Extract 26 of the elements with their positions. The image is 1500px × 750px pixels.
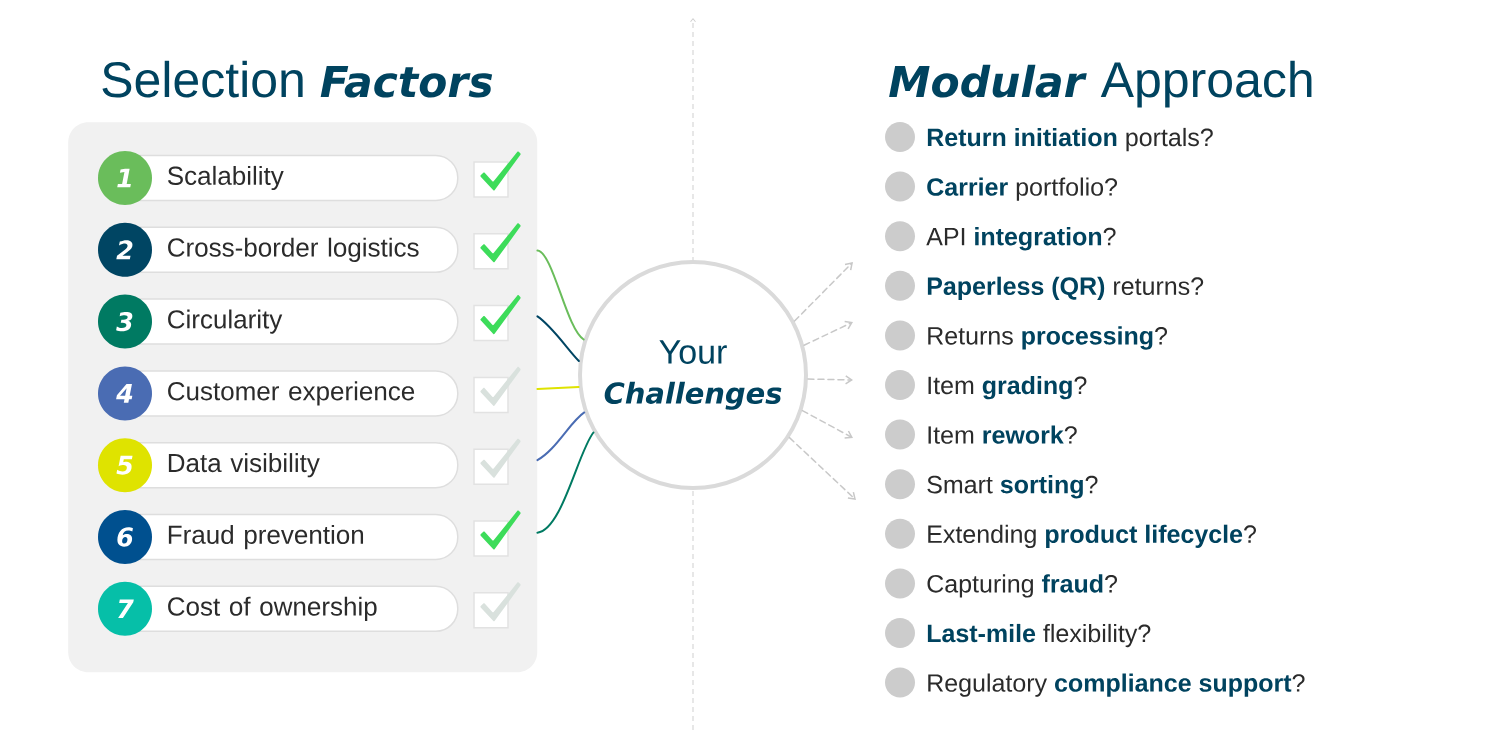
list-item: Return initiation portals? [927, 127, 1213, 152]
list-item: Item grading? [928, 375, 1087, 400]
list-item: Capturing fraud? [927, 574, 1117, 598]
list-item: Item rework? [928, 425, 1077, 444]
list-item: Extending product lifecycle? [928, 524, 1256, 548]
heading: Selection Factors [102, 60, 493, 98]
number-badge: 2 [98, 222, 152, 277]
list-item: Carrier portfolio? [927, 177, 1118, 201]
list-item: Paperless (QR) returns? [927, 276, 1204, 300]
connector-line [536, 249, 585, 341]
dashed-arrow [801, 409, 853, 439]
dashed-arrow [788, 436, 856, 500]
connector-line [536, 315, 580, 362]
list-item: Last-mile flexibility? [927, 623, 1151, 648]
number-badge: 7 [98, 581, 152, 636]
connector-line [536, 431, 595, 534]
heading: Modular Approach [889, 60, 1312, 108]
list-item: Returns processing? [928, 326, 1168, 350]
list-item: Smart sorting? [927, 475, 1098, 499]
dashed-arrow [803, 320, 853, 346]
connector-line [536, 411, 586, 462]
list-item: API integration? [926, 227, 1116, 251]
dashed-arrow [793, 262, 853, 322]
connector-line [536, 386, 580, 390]
list-item: Regulatory compliance support? [928, 673, 1305, 697]
dashed-arrow [807, 375, 853, 385]
